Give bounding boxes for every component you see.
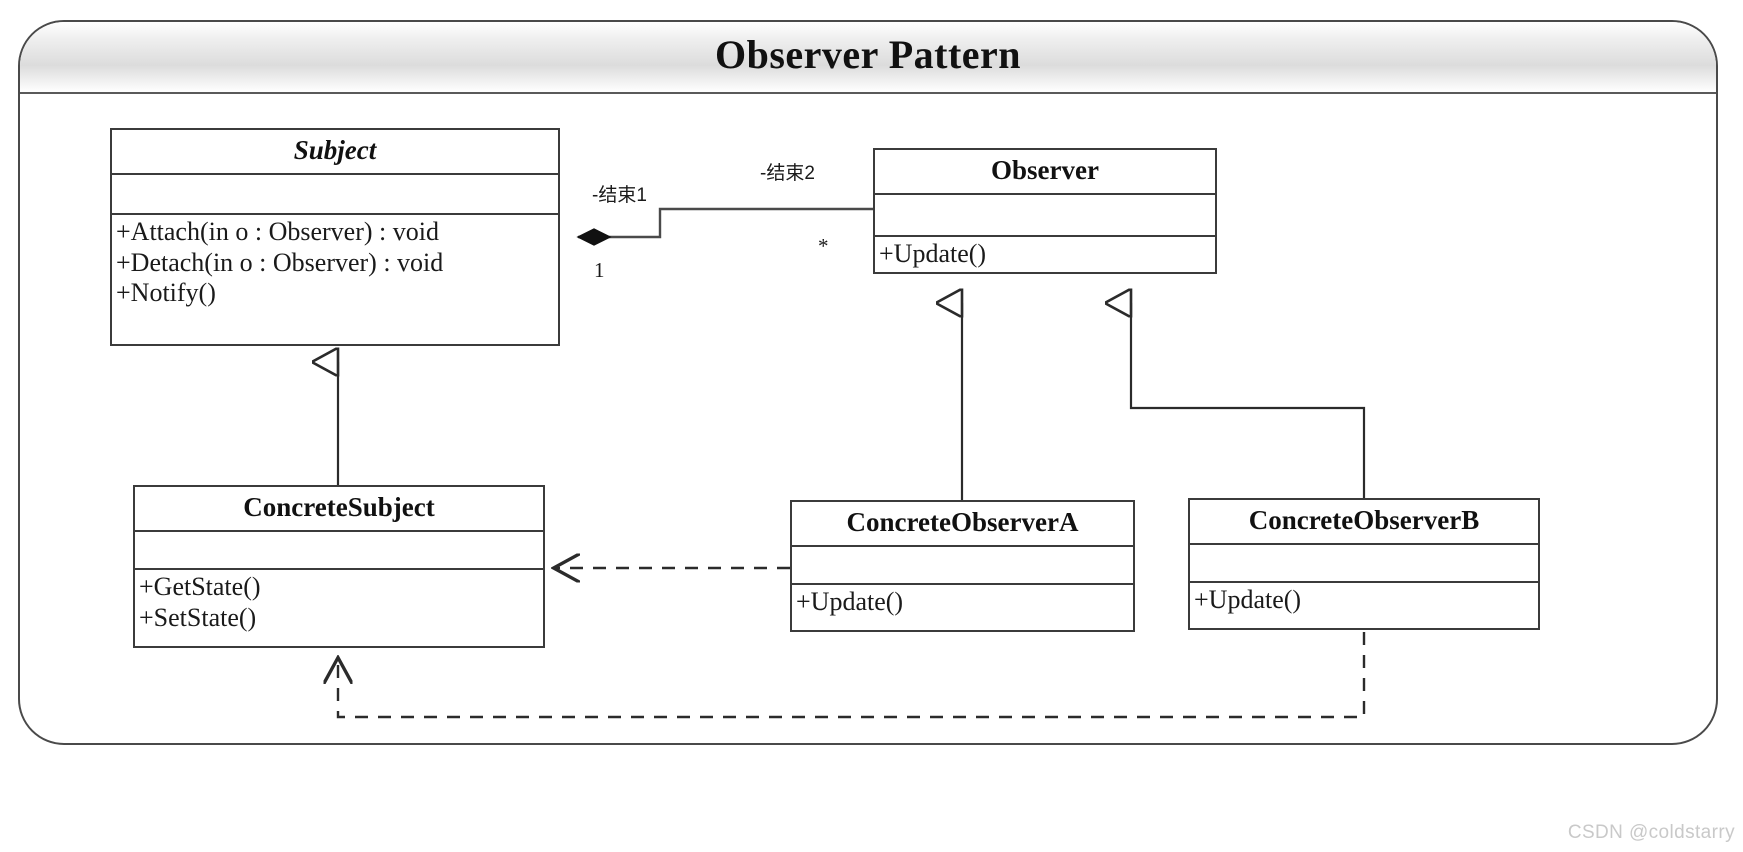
uml-operation: +SetState(): [139, 602, 257, 632]
uml-class-name-concrete-subject: ConcreteSubject: [135, 487, 543, 532]
uml-attributes-subject: [112, 175, 558, 215]
edge-label-end2: -结束2: [760, 163, 815, 184]
uml-operation: +Detach(in o : Observer) : void: [116, 247, 444, 277]
uml-attributes-concrete-observer-a: [792, 547, 1133, 585]
uml-class-concrete-observer-a[interactable]: ConcreteObserverA +Update(): [790, 500, 1135, 632]
uml-operations-observer: +Update(): [875, 237, 1215, 274]
uml-operation: +Attach(in o : Observer) : void: [116, 217, 439, 246]
uml-operation: +Update(): [879, 239, 987, 268]
uml-class-name-subject: Subject: [112, 130, 558, 175]
uml-class-name-concrete-observer-a: ConcreteObserverA: [792, 502, 1133, 547]
diagram-title-bar: [20, 22, 1716, 94]
uml-class-subject[interactable]: Subject +Attach(in o : Observer) : void …: [110, 128, 560, 346]
uml-attributes-observer: [875, 195, 1215, 237]
uml-attributes-concrete-observer-b: [1190, 545, 1538, 583]
uml-operations-concrete-observer-b: +Update(): [1190, 583, 1538, 628]
uml-class-name-observer: Observer: [875, 150, 1215, 195]
uml-class-concrete-observer-b[interactable]: ConcreteObserverB +Update(): [1188, 498, 1540, 630]
multiplicity-one: 1: [594, 258, 605, 282]
uml-class-observer[interactable]: Observer +Update(): [873, 148, 1217, 274]
uml-operation: +GetState(): [139, 572, 261, 601]
uml-attributes-concrete-subject: [135, 532, 543, 570]
watermark: CSDN @coldstarry: [1567, 822, 1735, 843]
uml-operations-subject: +Attach(in o : Observer) : void +Detach(…: [112, 215, 558, 344]
edge-label-end1: -结束1: [592, 185, 647, 206]
uml-operations-concrete-observer-a: +Update(): [792, 585, 1133, 630]
page-title: Observer Pattern: [714, 32, 1022, 77]
uml-class-concrete-subject[interactable]: ConcreteSubject +GetState() +SetState(): [133, 485, 545, 648]
multiplicity-star: *: [818, 234, 829, 258]
uml-operation: +Update(): [796, 587, 904, 616]
uml-operation: +Update(): [1194, 585, 1302, 614]
uml-class-name-concrete-observer-b: ConcreteObserverB: [1190, 500, 1538, 545]
uml-operation: +Notify(): [116, 278, 216, 308]
uml-operations-concrete-subject: +GetState() +SetState(): [135, 570, 543, 646]
